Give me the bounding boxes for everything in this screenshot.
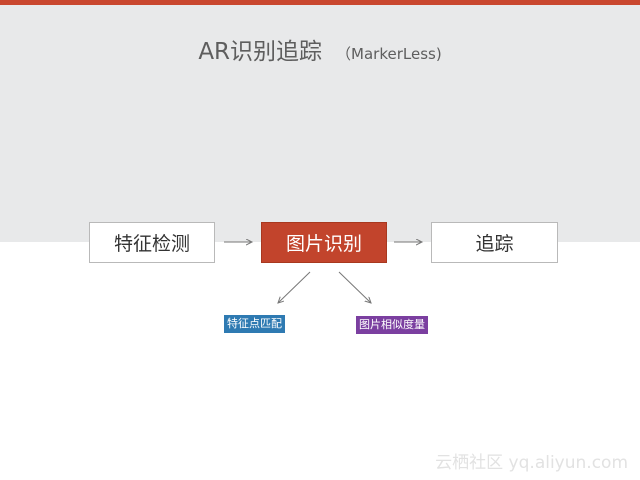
- slide-title: AR识别追踪 （MarkerLess): [0, 32, 640, 66]
- title-background: [0, 5, 640, 242]
- box-image-recognition: 图片识别: [261, 222, 387, 263]
- arrow-recognize-to-feature-match: [278, 271, 311, 303]
- title-sub: （MarkerLess): [336, 45, 442, 63]
- watermark: 云栖社区 yq.aliyun.com: [435, 453, 628, 473]
- box-tracking: 追踪: [431, 222, 558, 263]
- arrow-recognize-to-similarity: [338, 271, 371, 303]
- tag-feature-point-matching: 特征点匹配: [224, 315, 285, 333]
- box-feature-detection: 特征检测: [89, 222, 215, 263]
- title-main: AR识别追踪: [198, 39, 323, 65]
- tag-image-similarity: 图片相似度量: [356, 316, 428, 334]
- top-accent-band: [0, 0, 640, 5]
